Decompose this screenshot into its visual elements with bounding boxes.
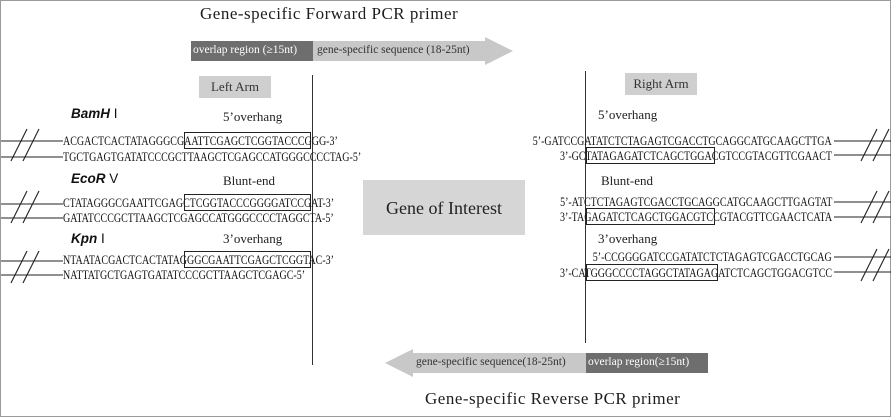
left-arm-label: Left Arm: [199, 76, 271, 98]
enzyme-kpni: Kpn I: [71, 231, 105, 246]
right-bottom-strand-1: 3’-GCTATAGAGATCTCAGCTGGACGTCCGTACGTTCGAA…: [559, 149, 832, 163]
right-dna-break-marks: [834, 128, 891, 282]
right-arm-boundary-line: [585, 71, 586, 343]
left-end-type-3-overhang: 3’overhang: [223, 231, 283, 246]
enzyme-name: Kpn: [71, 231, 98, 246]
forward-overlap-label: overlap region (≥15nt): [193, 44, 298, 56]
left-dna-break-marks: [1, 128, 63, 284]
forward-primer-arrow: [191, 37, 513, 65]
reverse-arrow-body: [385, 349, 586, 377]
right-end-type-3-overhang: 3’overhang: [598, 231, 658, 246]
right-overlap-frame-1: [586, 147, 715, 164]
left-bottom-strand-1: TGCTGAGTGATATCCCGCTTAAGCTCGAGCCATGGGCCCC…: [63, 150, 362, 164]
enzyme-suffix: I: [97, 231, 105, 246]
forward-primer-title: Gene-specific Forward PCR primer: [200, 4, 459, 23]
right-end-type-blunt: Blunt-end: [601, 173, 653, 188]
right-top-strand-1: 5’-GATCCGATATCTCTAGAGTCGACCTGCAGGCATGCAA…: [533, 134, 832, 148]
right-bottom-strand-3: 3’-CATGGGCCCCTAGGCTATAGAGATCTCAGCTGGACGT…: [559, 266, 832, 280]
reverse-primer-arrow: [385, 349, 708, 377]
reverse-overlap-label: overlap region(≥15nt): [588, 356, 690, 368]
reverse-sequence-label: gene-specific sequence(18-25nt): [416, 356, 566, 368]
right-bottom-strand-2: 3’-TAGAGATCTCAGCTGGACGTCCGTACGTTCGAACTCA…: [559, 210, 832, 224]
reverse-overlap-region-box: [586, 353, 708, 373]
left-arm-boundary-line: [312, 75, 313, 365]
left-top-strand-2: CTATAGGGCGAATTCGAGCTCGGTACCCGGGGATCCGAT-…: [63, 196, 335, 210]
reverse-primer-title: Gene-specific Reverse PCR primer: [425, 389, 681, 408]
left-overlap-frame-2: [184, 194, 311, 211]
left-end-type-5-overhang: 5’overhang: [223, 109, 283, 124]
enzyme-ecorv: EcoR V: [71, 171, 118, 186]
left-bottom-strand-2: GATATCCCGCTTAAGCTCGAGCCATGGGCCCCTAGGCTA-…: [63, 211, 334, 225]
enzyme-suffix: V: [105, 171, 119, 186]
right-end-type-5-overhang: 5’overhang: [598, 107, 658, 122]
left-overlap-frame-1: [184, 132, 311, 149]
enzyme-suffix: I: [110, 106, 118, 121]
right-overlap-frame-2: [586, 208, 715, 225]
enzyme-bamhi: BamH I: [71, 106, 118, 121]
forward-arrow-body: [313, 37, 513, 65]
forward-sequence-label: gene-specific sequence (18-25nt): [317, 44, 470, 56]
forward-overlap-region-box: [191, 41, 313, 61]
enzyme-name: EcoR: [71, 171, 106, 186]
left-bottom-strand-3: NATTATGCTGAGTGATATCCCGCTTAAGCTCGAGC-5’: [63, 268, 306, 282]
left-end-type-blunt: Blunt-end: [223, 173, 275, 188]
right-top-strand-2: 5’-ATCTCTAGAGTCGACCTGCAGGCATGCAAGCTTGAGT…: [559, 195, 832, 209]
gene-of-interest-box: Gene of Interest: [363, 180, 525, 235]
left-top-strand-3: NTAATACGACTCACTATAGGGCGAATTCGAGCTCGGTAC-…: [63, 253, 334, 267]
enzyme-name: BamH: [71, 106, 111, 121]
right-arm-label: Right Arm: [625, 73, 697, 95]
left-top-strand-1: ACGACTCACTATAGGGCGAATTCGAGCTCGGTACCCGGG-…: [63, 134, 338, 148]
left-overlap-frame-3: [184, 251, 311, 268]
right-overlap-frame-3: [586, 264, 718, 281]
right-top-strand-3: 5’-CCGGGGATCCGATATCTCTAGAGTCGACCTGCAG: [593, 250, 832, 264]
